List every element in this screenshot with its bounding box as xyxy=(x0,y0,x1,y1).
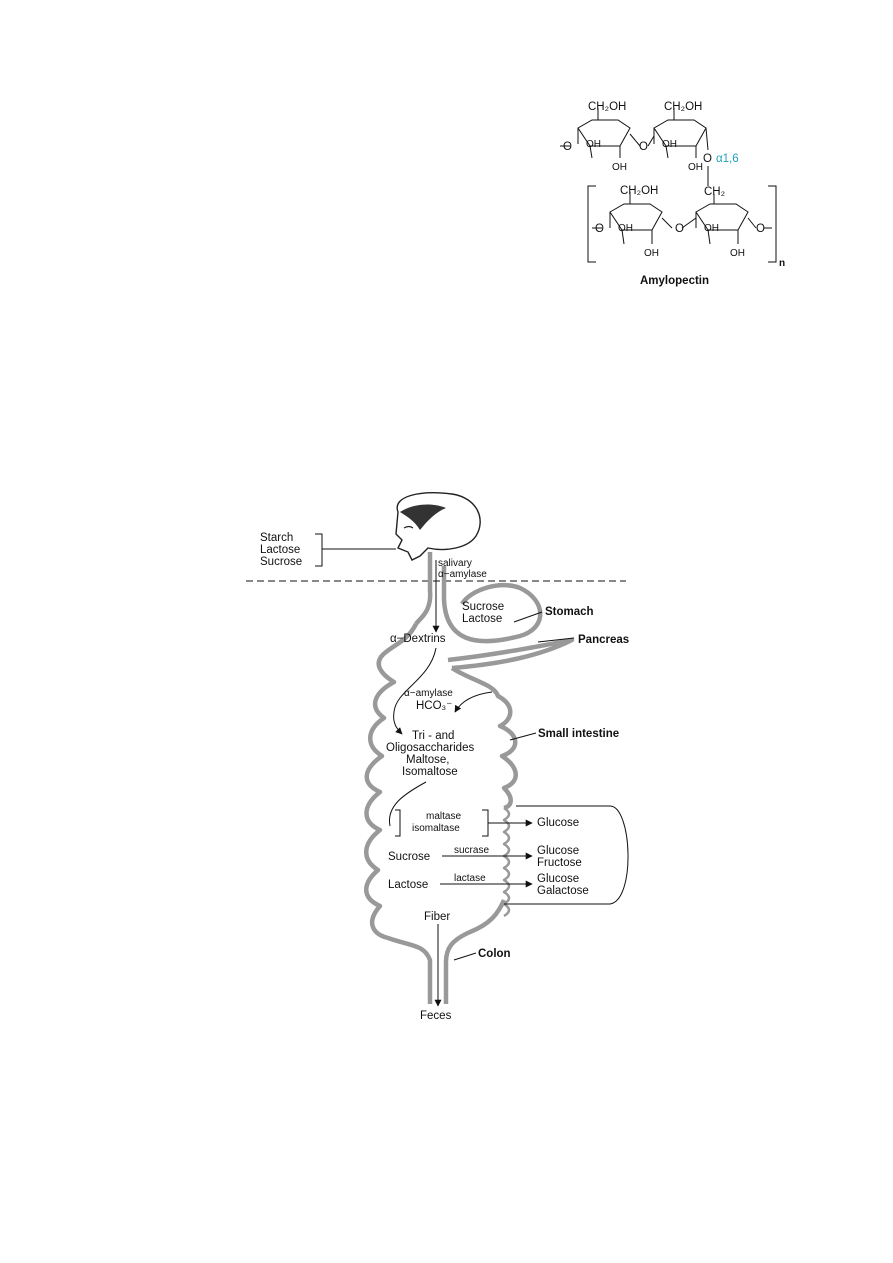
pancreas-label: Pancreas xyxy=(578,634,629,646)
oh-label: OH xyxy=(586,139,601,150)
amylopectin-caption: Amylopectin xyxy=(640,275,709,287)
glucose-product-1: Glucose xyxy=(537,817,579,829)
galactose-product: Galactose xyxy=(537,885,589,897)
glucose-product-2: Glucose xyxy=(537,845,579,857)
label-leader-lines xyxy=(453,611,575,961)
bridge-oxygen: O xyxy=(639,141,648,153)
ch2oh-label: CH₂OH xyxy=(620,185,658,197)
amylopectin-structure xyxy=(560,108,777,263)
oh-label: OH xyxy=(662,139,677,150)
oh-label: OH xyxy=(688,162,703,173)
bridge-oxygen: O xyxy=(563,141,572,153)
stomach-label: Stomach xyxy=(545,606,594,618)
glucose-product-3: Glucose xyxy=(537,873,579,885)
glucose-ring-3 xyxy=(609,192,663,245)
isomaltase-label: isomaltase xyxy=(412,823,460,834)
flow-arrows xyxy=(388,560,533,1007)
input-sucrose: Sucrose xyxy=(260,556,302,568)
maltase-label: maltase xyxy=(426,811,461,822)
bridge-oxygen: O xyxy=(703,153,712,165)
bridge-oxygen: O xyxy=(595,223,604,235)
arrow-from-pancreas xyxy=(454,691,493,713)
oh-label: OH xyxy=(618,223,633,234)
lactase-label: lactase xyxy=(454,873,486,884)
glucose-ring-1 xyxy=(577,108,631,159)
amylopectin-labels: CH₂OH CH₂OH CH₂OH CH₂ OH OH OH OH OH OH … xyxy=(563,101,785,287)
pancreatic-amylase-label: α−amylase xyxy=(404,688,453,699)
oh-label: OH xyxy=(704,223,719,234)
head-illustration xyxy=(395,492,481,561)
feces-label: Feces xyxy=(420,1010,452,1022)
arrow-to-brush-border xyxy=(388,781,427,827)
alpha-1-6-linkage-label: α1,6 xyxy=(716,153,739,165)
digestion-labels: Starch Lactose Sucrose salivary α−amylas… xyxy=(260,532,629,1022)
fiber-label: Fiber xyxy=(424,911,450,923)
stomach-sucrose: Sucrose xyxy=(462,601,504,613)
salivary-label: salivary xyxy=(438,558,472,569)
lactose-substrate: Lactose xyxy=(388,879,428,891)
stomach-lactose: Lactose xyxy=(462,613,502,625)
sucrase-label: sucrase xyxy=(454,845,489,856)
colon-label: Colon xyxy=(478,948,511,960)
salivary-amylase-label: α−amylase xyxy=(438,569,487,580)
small-intestine-label: Small intestine xyxy=(538,728,619,740)
fructose-product: Fructose xyxy=(537,857,582,869)
products-line-3: Maltose, xyxy=(406,754,449,766)
products-line-4: Isomaltose xyxy=(402,766,458,778)
input-bracket xyxy=(315,533,396,567)
ch2oh-label: CH₂OH xyxy=(664,101,702,113)
ch2-label: CH₂ xyxy=(704,186,725,198)
alpha-dextrins-label: α−Dextrins xyxy=(390,633,446,645)
oh-label: OH xyxy=(730,248,745,259)
bicarbonate-label: HCO₃⁻ xyxy=(416,700,452,712)
bridge-oxygen: O xyxy=(675,223,684,235)
gi-tract-outline xyxy=(364,552,575,1004)
repeat-n-label: n xyxy=(779,258,785,269)
products-line-2: Oligosaccharides xyxy=(386,742,474,754)
arrow-to-oligosaccharides xyxy=(393,647,437,735)
input-lactose: Lactose xyxy=(260,544,300,556)
products-line-1: Tri - and xyxy=(412,730,454,742)
ch2oh-label: CH₂OH xyxy=(588,101,626,113)
glucose-ring-2 xyxy=(653,108,709,159)
glucose-ring-4 xyxy=(695,194,749,245)
sucrose-substrate: Sucrose xyxy=(388,851,430,863)
input-starch: Starch xyxy=(260,532,293,544)
oh-label: OH xyxy=(644,248,659,259)
oh-label: OH xyxy=(612,162,627,173)
bloodstream-loop xyxy=(504,805,629,905)
bridge-oxygen: O xyxy=(756,223,765,235)
